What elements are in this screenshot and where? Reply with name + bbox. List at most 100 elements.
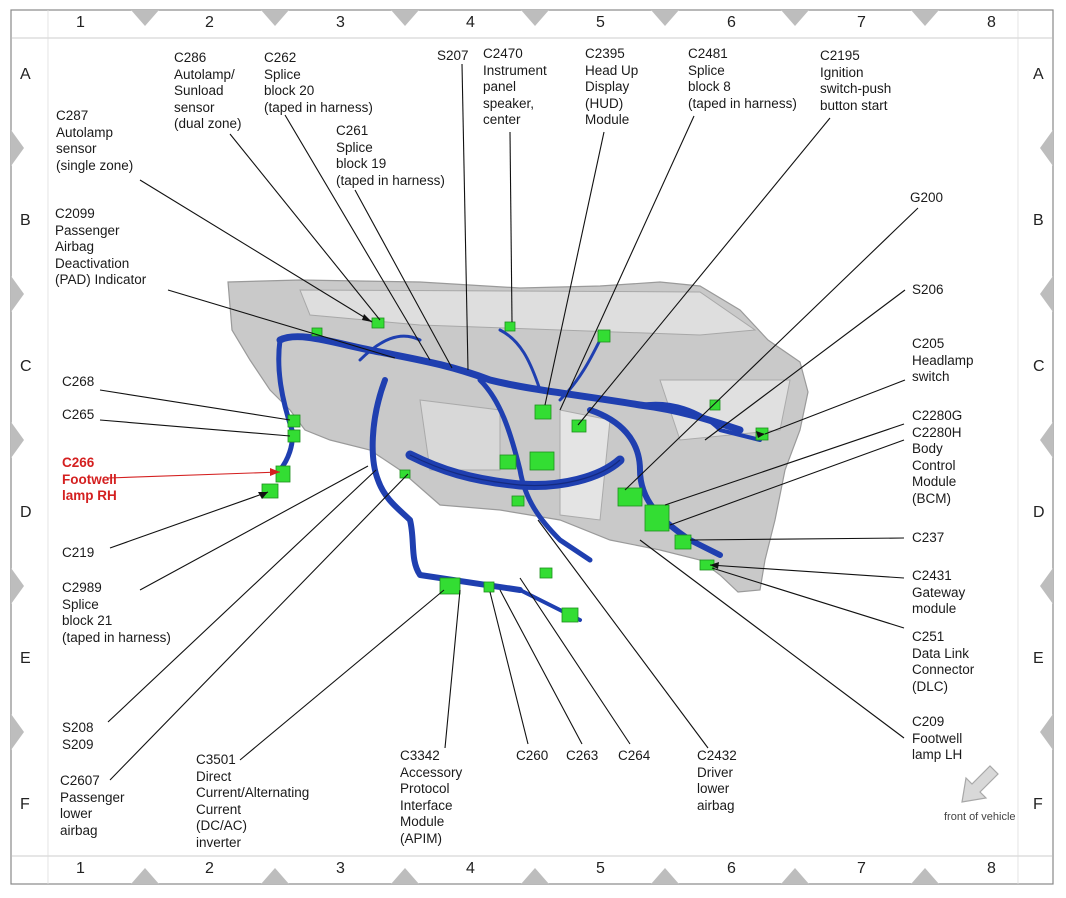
label-c263: C263 xyxy=(566,748,599,763)
grid-col-bottom-8: 8 xyxy=(987,860,996,877)
grid-marker-bottom-6 xyxy=(781,868,809,884)
leader-c3342 xyxy=(444,589,461,749)
connector-c2607 xyxy=(511,495,525,507)
leader-c2195 xyxy=(577,117,831,426)
grid-marker-right-2 xyxy=(1040,276,1053,312)
label-c2481: C2481 Splice block 8 (taped in harness) xyxy=(688,46,797,111)
grid-marker-bottom-5 xyxy=(651,868,679,884)
label-c209: C209 Footwell lamp LH xyxy=(912,714,963,762)
label-s208: S208 S209 xyxy=(62,720,94,752)
grid-col-top-7: 7 xyxy=(857,14,866,31)
grid-row-left-b: B xyxy=(20,212,31,229)
grid-marker-right-3 xyxy=(1040,422,1053,458)
leader-c251 xyxy=(711,567,905,629)
grid-col-bottom-4: 4 xyxy=(466,860,475,877)
label-front-of-vehicle: front of vehicle xyxy=(944,811,1016,823)
grid-row-left-d: D xyxy=(20,504,32,521)
connector-c264 xyxy=(539,567,553,579)
leader-c3501 xyxy=(239,589,445,761)
grid-row-right-e: E xyxy=(1033,650,1044,667)
grid-marker-left-5 xyxy=(11,714,24,750)
leader-c268 xyxy=(99,389,291,421)
grid-marker-top-7 xyxy=(911,10,939,26)
grid-col-bottom-7: 7 xyxy=(857,860,866,877)
connector-c2395 xyxy=(597,329,611,343)
label-s206: S206 xyxy=(912,282,944,297)
leader-c266 xyxy=(107,471,281,479)
front-arrow-shape xyxy=(961,765,999,803)
leader-c209 xyxy=(639,539,905,739)
grid-col-bottom-6: 6 xyxy=(727,860,736,877)
label-s207: S207 xyxy=(437,48,469,63)
label-c2989: C2989 Splice block 21 (taped in harness) xyxy=(62,580,171,645)
connector-c2280h xyxy=(644,504,670,532)
connector-c3501 xyxy=(399,469,411,479)
label-c287: C287 Autolamp sensor (single zone) xyxy=(56,108,134,173)
label-c2607: C2607 Passenger lower airbag xyxy=(60,773,125,838)
grid-marker-top-1 xyxy=(131,10,159,26)
grid-col-bottom-5: 5 xyxy=(596,860,605,877)
grid-marker-left-1 xyxy=(11,130,24,166)
label-c2099: C2099 Passenger Airbag Deactivation (PAD… xyxy=(55,206,147,287)
leader-c262 xyxy=(284,114,431,361)
connector-c2481 xyxy=(534,404,552,420)
harness-outline xyxy=(409,454,621,487)
label-g200: G200 xyxy=(910,190,944,205)
label-c262: C262 Splice block 20 (taped in harness) xyxy=(264,50,373,115)
leader-c260 xyxy=(489,591,529,745)
grid-marker-bottom-1 xyxy=(131,868,159,884)
grid-marker-top-4 xyxy=(521,10,549,26)
grid-col-top-4: 4 xyxy=(466,14,475,31)
grid-col-top-1: 1 xyxy=(76,14,85,31)
dash-top-surface xyxy=(299,289,757,336)
arrow-c266 xyxy=(270,468,280,476)
grid-marker-top-6 xyxy=(781,10,809,26)
connector-c268 xyxy=(287,414,301,428)
harness-driver-branch xyxy=(587,407,723,558)
grid-col-bottom-3: 3 xyxy=(336,860,345,877)
connector-c287 xyxy=(311,327,323,337)
grid-col-bottom-1: 1 xyxy=(76,860,85,877)
grid-col-top-5: 5 xyxy=(596,14,605,31)
grid-marker-top-2 xyxy=(261,10,289,26)
arrow-c205 xyxy=(756,431,765,438)
dash-bracket xyxy=(419,399,501,471)
connector-c2432 xyxy=(561,607,579,623)
connector-c237 xyxy=(674,534,692,550)
grid-marker-right-1 xyxy=(1040,130,1053,166)
harness-center-drop xyxy=(477,377,593,563)
leader-s208 xyxy=(107,469,377,723)
label-c237: C237 xyxy=(912,530,945,545)
label-c264: C264 xyxy=(618,748,651,763)
harness-hud-lead xyxy=(558,338,602,402)
grid-marker-bottom-7 xyxy=(911,868,939,884)
grid-marker-bottom-2 xyxy=(261,868,289,884)
grid-row-right-d: D xyxy=(1033,504,1045,521)
leader-c2432 xyxy=(537,519,709,749)
connector-c3342 xyxy=(439,577,461,595)
leader-c261 xyxy=(354,189,453,369)
leader-c287 xyxy=(139,179,373,323)
label-c260: C260 xyxy=(516,748,549,763)
leader-c263 xyxy=(499,589,583,745)
grid-row-right-f: F xyxy=(1033,796,1043,813)
label-c205: C205 Headlamp switch xyxy=(912,336,974,384)
connector-center-block xyxy=(529,451,555,471)
grid-row-left-a: A xyxy=(20,66,31,83)
grid-marker-left-4 xyxy=(11,568,24,604)
label-c2195: C2195 Ignition switch-push button start xyxy=(820,48,892,113)
label-c2470: C2470 Instrument panel speaker, center xyxy=(483,46,547,127)
grid-marker-top-3 xyxy=(391,10,419,26)
leader-s206 xyxy=(704,289,906,441)
arrow-c287 xyxy=(362,314,372,322)
grid-col-bottom-2: 2 xyxy=(205,860,214,877)
grid-row-right-c: C xyxy=(1033,358,1045,375)
leader-c2099 xyxy=(167,289,396,359)
leader-c265 xyxy=(99,419,291,437)
harness-main-trunk xyxy=(276,333,744,434)
leader-c2395 xyxy=(544,131,605,406)
leader-c2989 xyxy=(139,465,369,591)
grid-marker-bottom-3 xyxy=(391,868,419,884)
leader-c2280h xyxy=(669,439,905,526)
